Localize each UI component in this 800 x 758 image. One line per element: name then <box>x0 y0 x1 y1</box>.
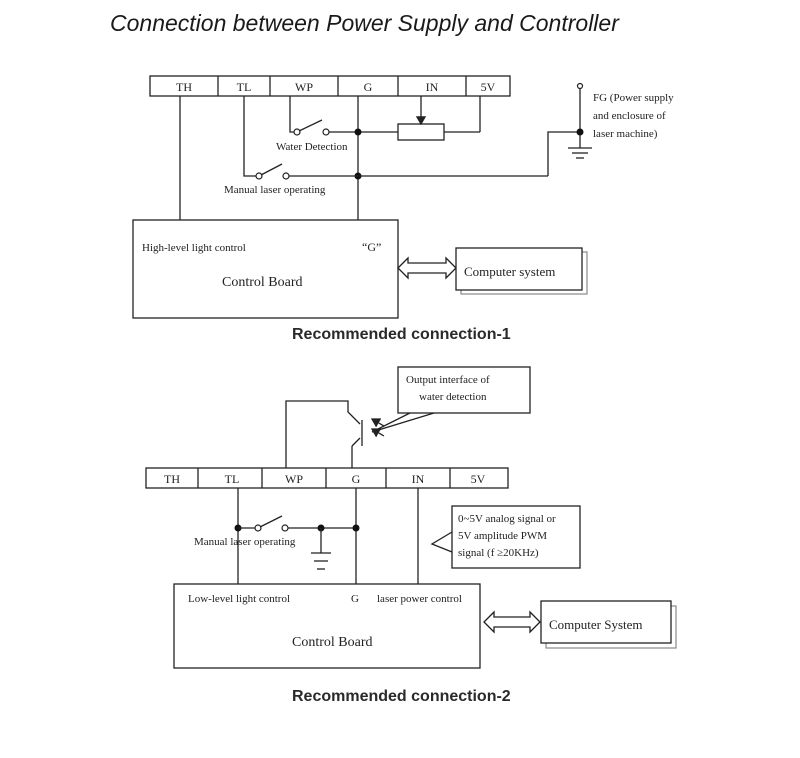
board-g-label: “G” <box>362 240 381 254</box>
wires-2 <box>234 488 419 584</box>
terminal-strip-frame <box>145 467 509 489</box>
terminal-wp: WP <box>295 80 313 94</box>
control-board-1: High-level light control “G” Control Boa… <box>132 219 399 319</box>
terminal-tl: TL <box>225 472 240 486</box>
control-board-title: Control Board <box>292 635 373 650</box>
output-interface-frame <box>397 366 531 414</box>
board-g-label: G <box>351 593 359 605</box>
terminal-g: G <box>364 80 373 94</box>
wires-1 <box>179 82 592 220</box>
bidirectional-arrow <box>483 610 541 634</box>
computer-system-frame <box>540 600 672 644</box>
terminal-5v: 5V <box>471 472 486 486</box>
signal-line-2: 5V amplitude PWM <box>458 530 547 542</box>
page-title: Connection between Power Supply and Cont… <box>110 10 619 36</box>
bidirectional-arrow <box>397 256 457 280</box>
signal-line-1: 0~5V analog signal or <box>458 513 556 525</box>
terminal-5v: 5V <box>481 80 496 94</box>
terminal-th: TH <box>176 80 192 94</box>
computer-system-2: Computer System <box>540 600 677 649</box>
control-board-frame <box>132 219 399 319</box>
control-board-title: Control Board <box>222 275 303 290</box>
terminal-strip-1: TH TL WP G IN 5V <box>149 75 511 97</box>
terminal-strip-2: TH TL WP G IN 5V <box>145 467 509 489</box>
diagram-2: Output interface of water detection TH T… <box>145 366 677 705</box>
output-interface-line-2: water detection <box>419 391 487 403</box>
output-interface-callout: Output interface of water detection <box>371 366 531 433</box>
terminal-strip-frame <box>149 75 511 97</box>
signal-callout: 0~5V analog signal or 5V amplitude PWM s… <box>430 505 581 569</box>
caption-connection-2: Recommended connection-2 <box>292 688 511 705</box>
high-level-light-control-label: High-level light control <box>142 242 246 254</box>
terminal-tl: TL <box>237 80 252 94</box>
computer-system-1: Computer system <box>455 247 588 295</box>
computer-system-frame <box>455 247 583 291</box>
computer-system-label: Computer system <box>464 264 555 279</box>
terminal-in: IN <box>426 80 439 94</box>
terminal-in: IN <box>412 472 425 486</box>
water-detection-label: Water Detection <box>276 141 348 153</box>
low-level-light-control-label: Low-level light control <box>188 593 290 605</box>
laser-power-control-label: laser power control <box>377 593 462 605</box>
terminal-wp: WP <box>285 472 303 486</box>
control-board-2: Low-level light control G laser power co… <box>173 583 481 669</box>
output-interface-line-1: Output interface of <box>406 374 490 386</box>
computer-system-label: Computer System <box>549 617 643 632</box>
manual-laser-label: Manual laser operating <box>194 536 296 548</box>
fg-label-line-2: and enclosure of <box>593 110 666 122</box>
signal-callout-frame <box>451 505 581 569</box>
diagram-1: TH TL WP G IN 5V <box>132 75 674 343</box>
signal-line-3: signal (f ≥20KHz) <box>458 547 539 559</box>
terminal-th: TH <box>164 472 180 486</box>
potentiometer <box>397 123 445 141</box>
control-board-frame <box>173 583 481 669</box>
caption-connection-1: Recommended connection-1 <box>292 326 511 343</box>
fg-label-line-1: FG (Power supply <box>593 92 674 104</box>
terminal-g: G <box>352 472 361 486</box>
fg-label-line-3: laser machine) <box>593 128 658 140</box>
water-detection-transistor <box>285 400 385 468</box>
manual-laser-label: Manual laser operating <box>224 184 326 196</box>
